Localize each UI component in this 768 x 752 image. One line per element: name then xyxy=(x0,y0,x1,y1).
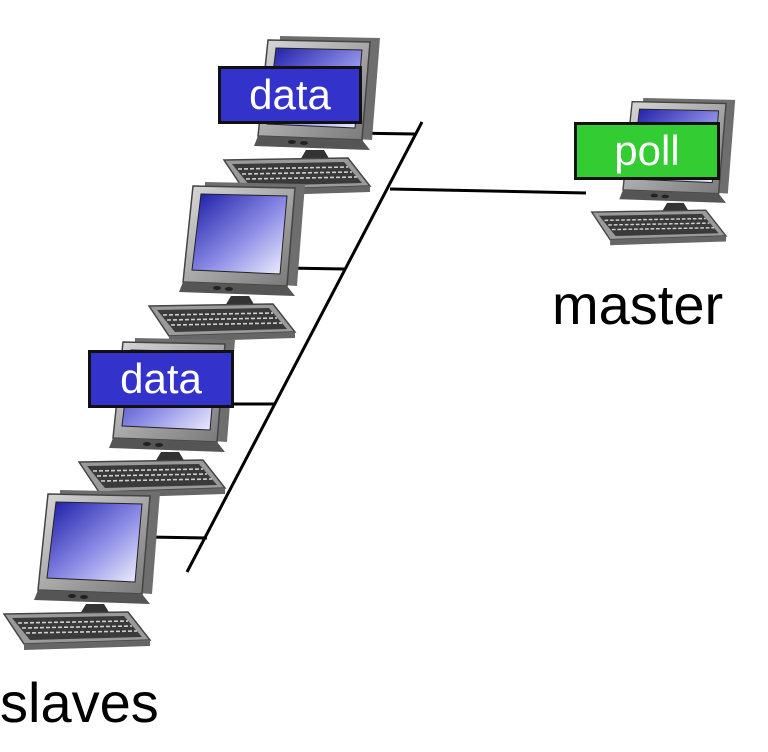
slave-4-link-line xyxy=(147,535,208,540)
slaves-label: slaves xyxy=(0,671,159,734)
master-label: master xyxy=(552,273,724,336)
master-poll-tag: poll xyxy=(574,122,720,180)
slave-1-data-tag: data xyxy=(218,66,362,124)
master-link-line xyxy=(389,187,587,195)
slave-2-computer-icon xyxy=(148,181,306,343)
shared-bus-line xyxy=(185,121,424,573)
slave-3-data-tag: data xyxy=(88,350,234,408)
slave-4-computer-icon xyxy=(3,489,161,651)
